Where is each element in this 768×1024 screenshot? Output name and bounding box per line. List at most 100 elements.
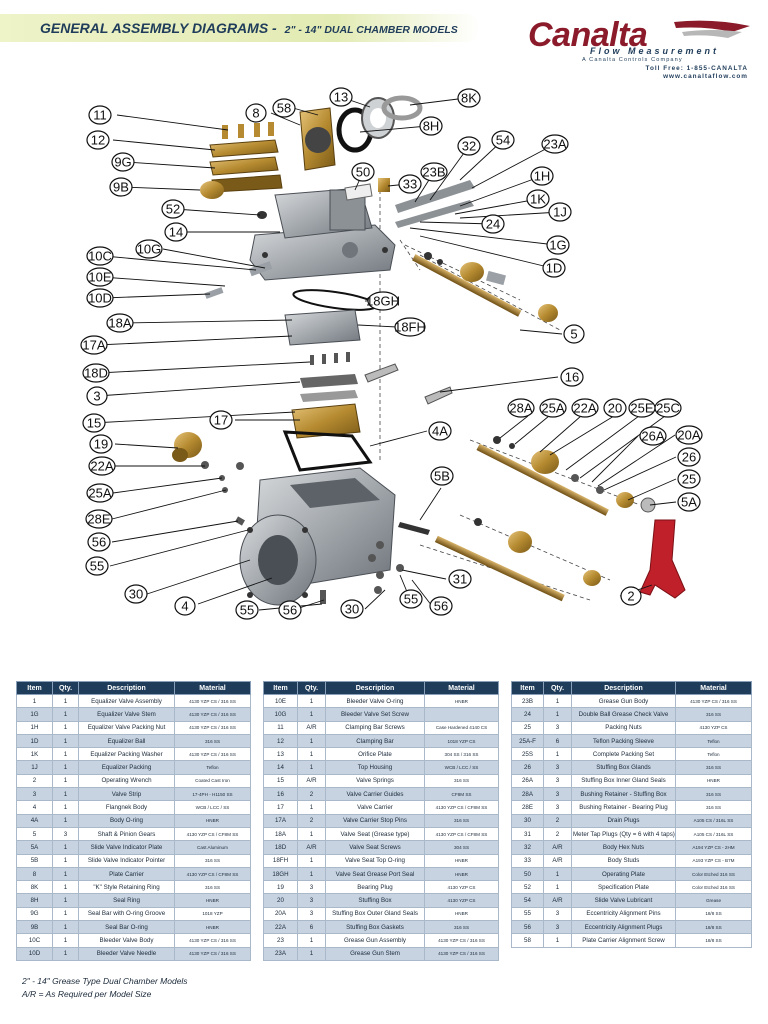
callout-14: 14: [164, 222, 188, 242]
cell-description: Stuffing Box Inner Gland Seals: [571, 773, 676, 789]
callout-30: 30: [124, 584, 148, 604]
cell-item: 9B: [16, 920, 53, 935]
cell-item: 1: [16, 693, 53, 709]
callout-label: 9G: [114, 155, 131, 170]
cell-description: Equalizer Ball: [78, 733, 175, 749]
callout-label: 33: [403, 177, 417, 192]
cell-item: 10C: [16, 933, 53, 948]
callout-label: 3: [93, 389, 100, 404]
cell-description: Seal Bar O-ring: [78, 920, 175, 935]
callout-17a: 17A: [80, 335, 108, 355]
cell-material: WCB / LCC / SS: [174, 800, 251, 815]
cell-material: 4130 YZP CS / CF8M SS: [174, 866, 251, 882]
cell-material: 4130 YZP CS / CF8M SS: [424, 800, 499, 815]
cell-description: Eccentricity Alignment Pins: [571, 906, 676, 922]
cell-qty: 1: [297, 800, 326, 815]
cell-description: Bleeder Valve Body: [78, 933, 175, 948]
callout-52: 52: [161, 199, 185, 219]
cell-material: 4130 YZP CS / 316 SS: [174, 720, 251, 735]
cell-item: 24: [511, 707, 544, 722]
shaft-pinion-lower: [434, 518, 601, 602]
cell-material: 4130 YZP CS / 316 SS: [174, 933, 251, 948]
callout-13: 13: [329, 87, 353, 107]
callout-26a: 26A: [639, 426, 667, 446]
cell-description: Slide Valve Indicator Pointer: [78, 853, 175, 868]
cell-qty: 1: [543, 880, 572, 895]
cell-material: HNBR: [675, 773, 752, 789]
cell-item: 4: [16, 800, 53, 815]
cell-material: Teflon: [675, 747, 752, 762]
cell-qty: A/R: [297, 720, 326, 735]
cell-material: 4130 YZP CS / 316 SS: [174, 946, 251, 961]
cell-item: 5B: [16, 853, 53, 868]
cell-material: 4130 YZP CS / 316 SS: [174, 707, 251, 722]
cell-item: 19: [263, 880, 298, 895]
cell-qty: 1: [297, 760, 326, 775]
callout-label: 22A: [573, 401, 596, 416]
cell-description: Valve Seat Screws: [325, 840, 425, 855]
cell-qty: 3: [297, 880, 326, 895]
cell-description: Eccentricity Alignment Plugs: [571, 920, 676, 935]
cell-description: Bearing Plug: [325, 880, 425, 895]
table-header-row: Item Qty. Description Material: [263, 681, 499, 695]
cell-qty: 1: [297, 946, 326, 961]
cell-description: Stuffing Box Glands: [571, 760, 676, 775]
cell-qty: 1: [52, 693, 79, 709]
callout-18d: 18D: [82, 363, 110, 383]
callout-28e: 28E: [85, 509, 113, 529]
cell-item: 18FH: [263, 853, 298, 868]
cell-material: Grease: [675, 893, 752, 908]
cell-item: 17A: [263, 813, 298, 828]
cell-description: Grease Gun Stem: [325, 946, 425, 961]
cell-item: 5A: [16, 840, 53, 855]
callout-10e: 10E: [86, 267, 114, 287]
callout-3: 3: [86, 386, 108, 406]
callout-1d: 1D: [542, 258, 566, 278]
cell-material: 316 SS: [424, 773, 499, 789]
bearing-plug: [200, 181, 267, 219]
cell-item: 1K: [16, 747, 53, 762]
cell-material: 304 SS: [424, 840, 499, 855]
callout-label: 1H: [534, 169, 551, 184]
shaft-pinion-middle: [476, 436, 656, 516]
cell-description: Bleeder Valve O-ring: [325, 693, 425, 709]
cell-qty: 6: [543, 733, 572, 749]
cell-material: 4130 YZP CS: [424, 880, 499, 895]
plate-carrier: [299, 95, 423, 171]
logo-swoosh-icon: [674, 20, 750, 38]
cell-description: Valve Carrier: [325, 800, 425, 815]
logo-website[interactable]: www.canaltaflow.com: [663, 73, 748, 80]
cell-item: 25S: [511, 747, 544, 762]
cell-qty: 3: [297, 893, 326, 908]
cell-description: Stuffing Box: [325, 893, 425, 908]
cell-item: 11: [263, 720, 298, 735]
cell-item: 52: [511, 880, 544, 895]
callout-4: 4: [174, 596, 196, 616]
cell-description: Valve Seat Top O-ring: [325, 853, 425, 868]
cell-description: Shaft & Pinion Gears: [78, 826, 175, 842]
cell-description: Grease Gun Assembly: [325, 933, 425, 948]
cell-qty: 1: [52, 747, 79, 762]
callout-label: 2: [627, 589, 634, 604]
callout-label: 16: [565, 370, 579, 385]
flangnek-body: [239, 467, 396, 606]
page-title: GENERAL ASSEMBLY DIAGRAMS - 2" - 14" DUA…: [40, 20, 458, 36]
col-item: Item: [16, 681, 53, 695]
callout-16: 16: [560, 367, 584, 387]
cell-description: Equalizer Valve Packing Nut: [78, 720, 175, 735]
callout-label: 58: [277, 101, 291, 116]
cell-qty: 1: [297, 866, 326, 882]
cell-material: [424, 707, 499, 722]
cell-material: 4130 YZP CS / CF8M SS: [174, 826, 251, 842]
callout-9g: 9G: [111, 152, 135, 172]
cell-description: Body Studs: [571, 853, 676, 868]
callout-56: 56: [278, 600, 302, 620]
